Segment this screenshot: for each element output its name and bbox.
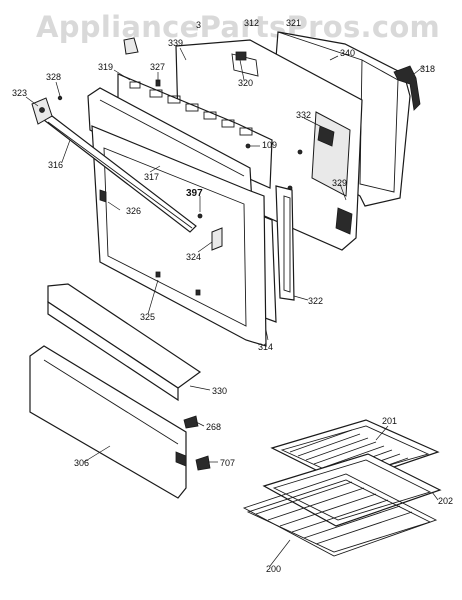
callout-707: 707 [220,458,235,468]
callout-330: 330 [212,386,227,396]
callout-top-3: 321 [286,18,301,28]
callout-109: 109 [262,140,277,150]
callout-326: 326 [126,206,141,216]
callout-top-2: 312 [244,18,259,28]
lower-panel [47,283,202,402]
callout-316: 316 [48,160,63,170]
handle-end-cap [31,95,63,125]
callout-314: 314 [258,342,273,352]
leader-lines [25,47,439,567]
callout-397: 397 [186,188,203,199]
callout-top-1: 3 [196,20,201,30]
callout-317: 317 [144,172,159,182]
watermark: AppliancePartsPros.com [36,10,441,44]
callout-340: 340 [340,48,355,58]
callout-306: 306 [74,458,89,468]
door-gasket [393,65,421,111]
broiler-pan [262,453,442,527]
drawer-front [29,345,187,499]
callout-328: 328 [46,72,61,82]
callout-201: 201 [382,416,397,426]
callout-318: 318 [420,64,435,74]
callout-324: 324 [186,252,201,262]
callout-329: 329 [332,178,347,188]
callout-320: 320 [238,78,253,88]
callout-202: 202 [438,496,453,506]
callout-200: 200 [266,564,281,574]
callout-325: 325 [140,312,155,322]
insulation-frame [275,185,295,301]
oven-rack [242,473,438,557]
callout-labels: 323 328 316 319 327 339 320 340 318 332 … [12,18,453,574]
drawer-small-parts [183,415,211,471]
callout-319: 319 [98,62,113,72]
callout-339: 339 [168,38,183,48]
callout-332: 332 [296,110,311,120]
callout-268: 268 [206,422,221,432]
callout-327: 327 [150,62,165,72]
callout-323: 323 [12,88,27,98]
callout-322: 322 [308,296,323,306]
